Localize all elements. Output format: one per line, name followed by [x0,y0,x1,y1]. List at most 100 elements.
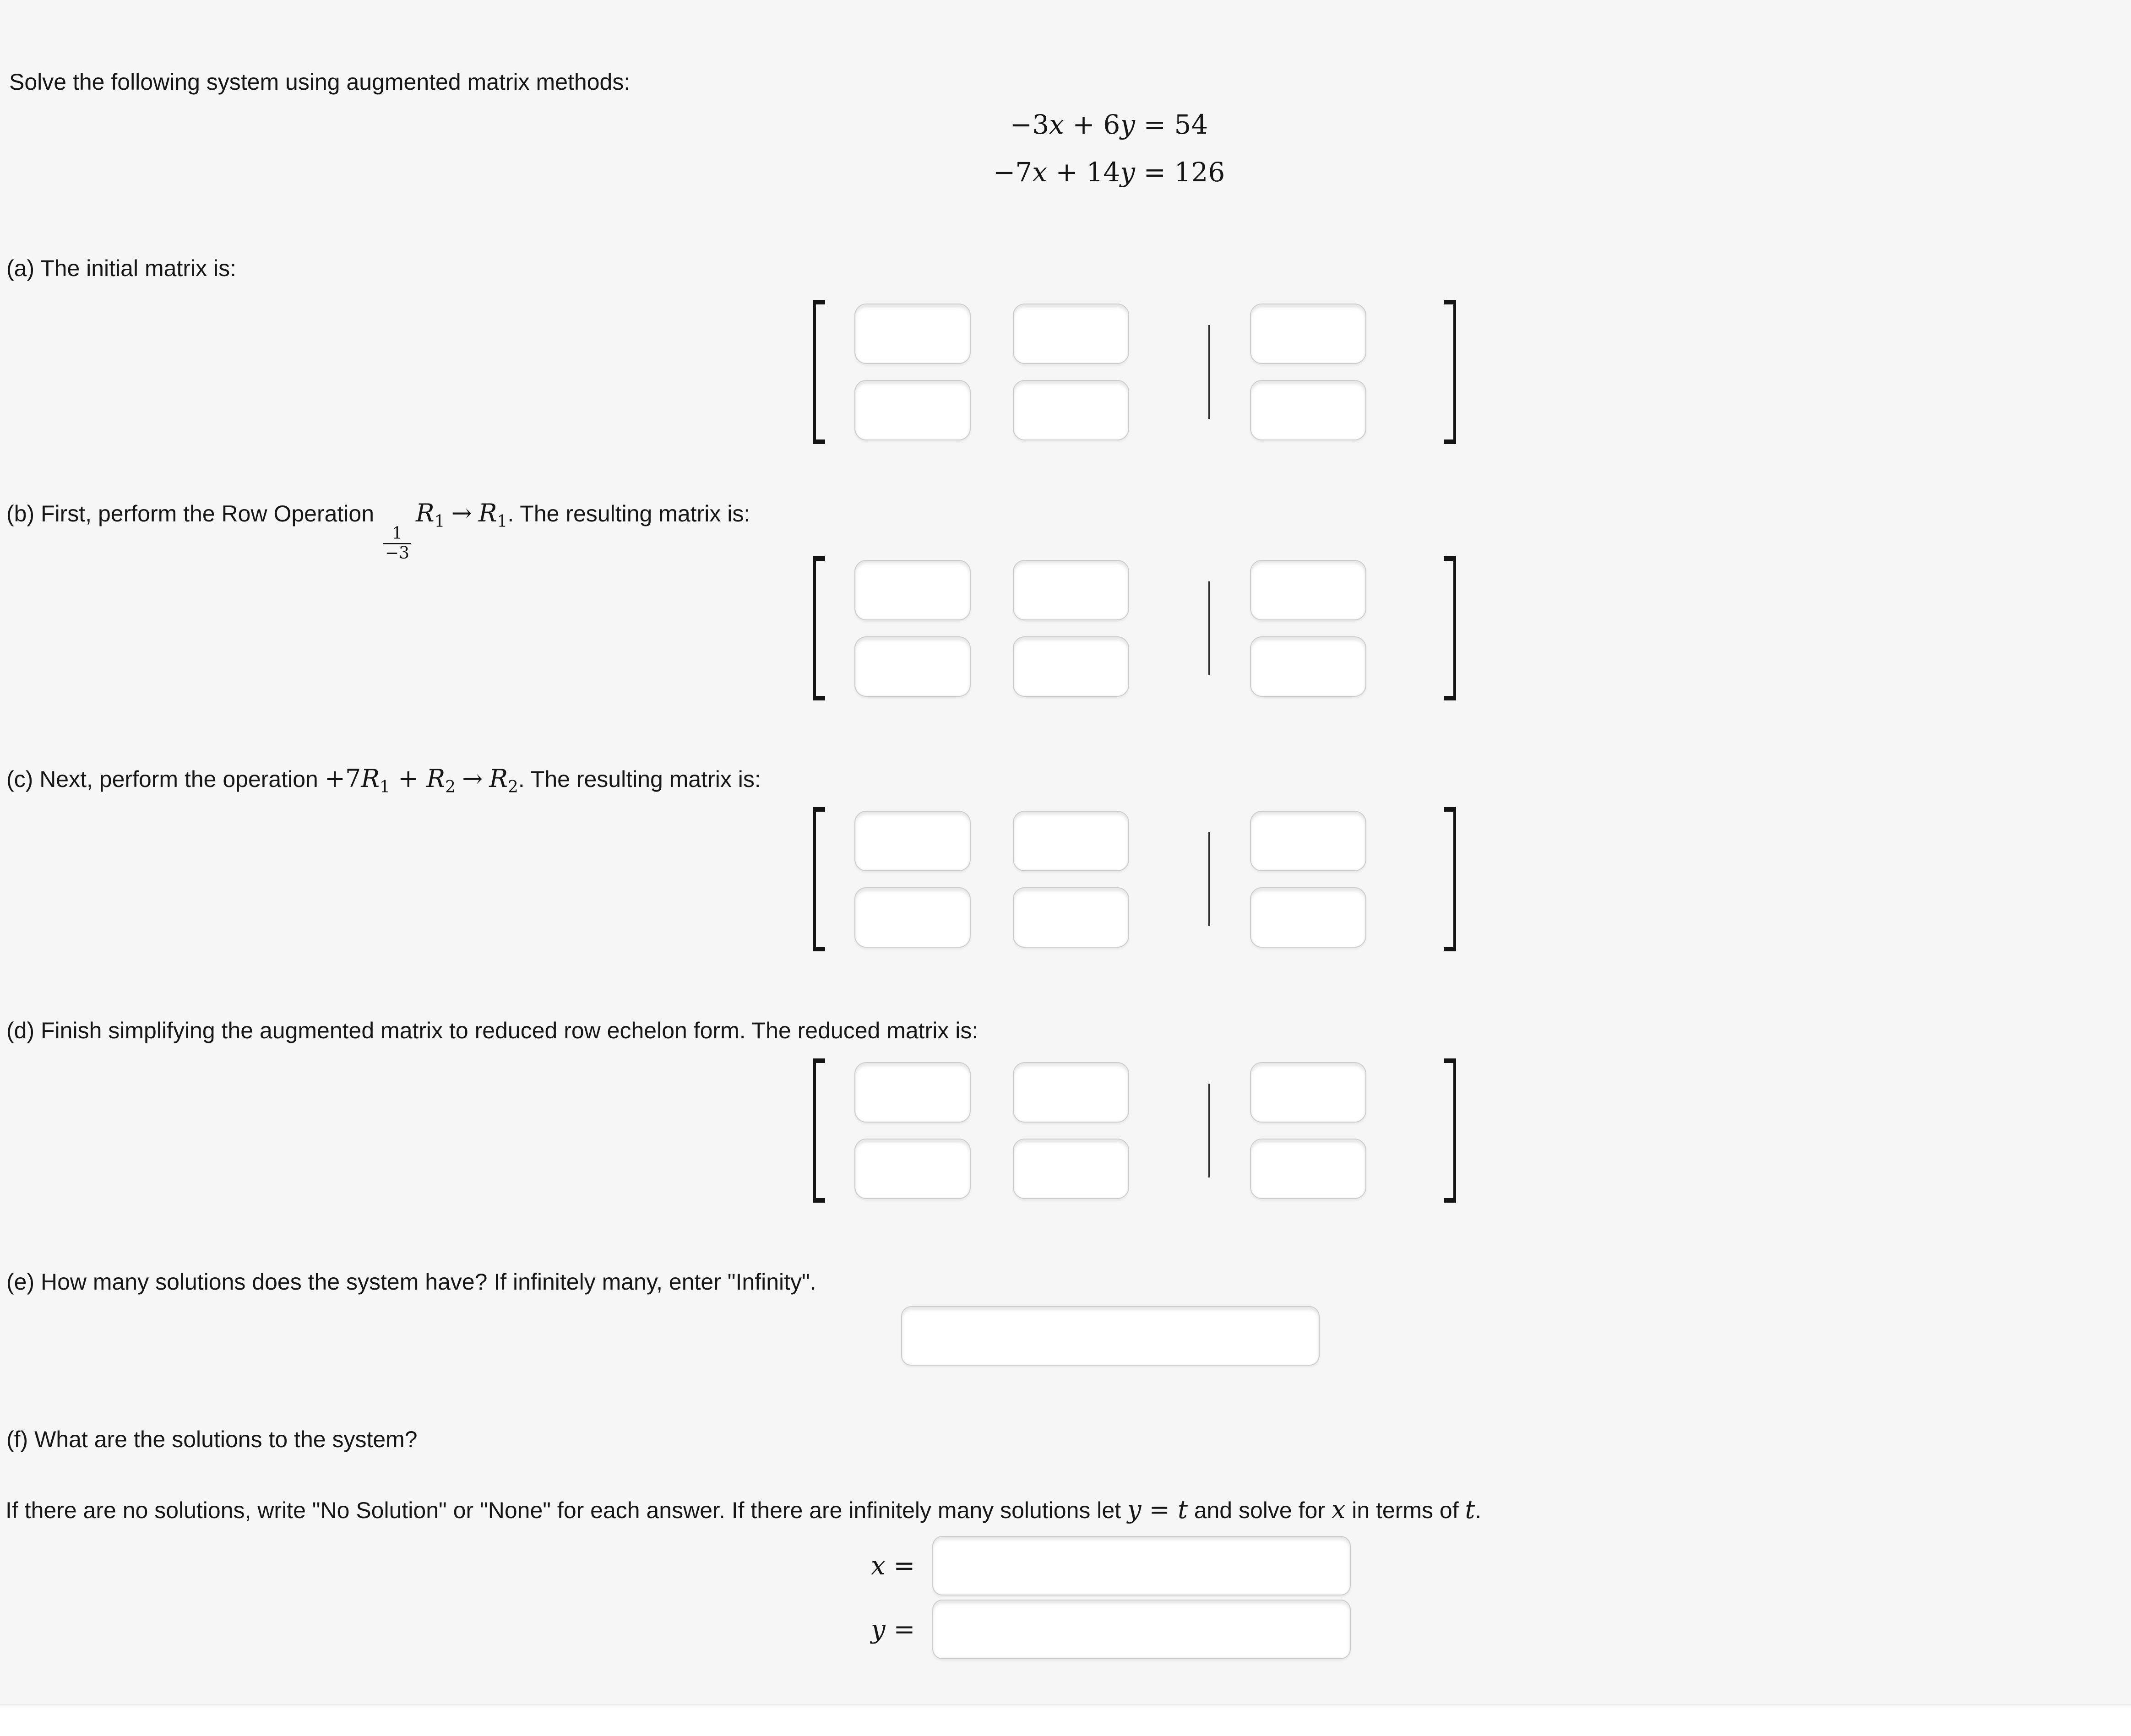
matrix-c-input-r1c2[interactable] [1013,811,1129,871]
part-c-text-prefix: (c) Next, perform the operation [6,766,325,792]
matrix-c-coefficients [854,811,1129,948]
eq1-equals: = [1135,109,1174,140]
matrix-a-input-r1c3[interactable] [1250,304,1366,364]
augmented-divider [1208,832,1210,926]
matrix-b-coefficients [854,560,1129,697]
eq2-plus: + [1047,157,1087,188]
var-y: y [1127,1495,1142,1524]
eq1-rhs: 54 [1174,109,1208,140]
part-f-label: (f) What are the solutions to the system… [6,1427,418,1452]
matrix-c-input-r2c1[interactable] [854,887,971,948]
augmented-divider [1208,325,1210,419]
matrix-c-constants [1250,811,1366,948]
matrix-a-input-r2c1[interactable] [854,380,971,440]
matrix-d-input-r1c1[interactable] [854,1062,971,1123]
instruction-text: and solve for [1187,1497,1332,1523]
row-symbol: R [426,764,446,793]
part-f-instructions: If there are no solutions, write "No Sol… [5,1496,2131,1524]
left-bracket-icon [813,1058,825,1203]
matrix-d-constants [1250,1062,1366,1199]
var-t: t [1465,1495,1475,1524]
matrix-c-input-r1c3[interactable] [1250,811,1366,871]
eq1-coef1: −3 [1010,109,1049,140]
row-subscript: 1 [434,512,445,531]
matrix-c [813,807,1456,951]
part-c-text-suffix: . The resulting matrix is: [518,766,761,792]
matrix-b-input-r1c1[interactable] [854,560,971,620]
var-t: t [1178,1495,1188,1524]
right-bracket-icon [1444,807,1456,951]
part-d-label: (d) Finish simplifying the augmented mat… [6,1018,979,1043]
matrix-c-input-r1c1[interactable] [854,811,971,871]
equation-1: −3x + 6y = 54 [87,109,2131,140]
part-b-text-suffix: . The resulting matrix is: [507,501,750,526]
matrix-d-input-r1c3[interactable] [1250,1062,1366,1123]
y-answer-row: y = [871,1600,1351,1659]
part-a-label: (a) The initial matrix is: [6,255,236,281]
plus-operator: + [390,764,427,793]
problem-statement: Solve the following system using augment… [9,69,631,95]
matrix-d-coefficients [854,1062,1129,1199]
row-subscript: 1 [380,778,390,797]
matrix-a-input-r2c2[interactable] [1013,380,1129,440]
matrix-b-input-r2c2[interactable] [1013,636,1129,697]
equals-sign: = [1141,1495,1178,1524]
matrix-d-input-r1c2[interactable] [1013,1062,1129,1123]
fraction-1-over-minus-3: 1−3 [383,524,411,563]
solutions-count-input[interactable] [901,1306,1320,1366]
matrix-d-input-r2c3[interactable] [1250,1139,1366,1199]
eq2-rhs: 126 [1174,157,1225,188]
matrix-d [813,1058,1456,1203]
matrix-b-input-r1c2[interactable] [1013,560,1129,620]
eq2-coef2: 14 [1086,157,1120,188]
row-symbol: R [361,764,380,793]
var-y: y [871,1614,886,1644]
matrix-a-input-r1c1[interactable] [854,304,971,364]
var-x: x [871,1551,886,1581]
row-symbol: R [489,764,508,793]
equation-2: −7x + 14y = 126 [87,157,2131,188]
matrix-a-input-r1c2[interactable] [1013,304,1129,364]
row-symbol: R [478,499,497,527]
arrow-icon: → [451,499,472,527]
y-solution-input[interactable] [932,1600,1351,1659]
equation-system: −3x + 6y = 54 −7x + 14y = 126 [0,109,2131,188]
augmented-divider [1208,581,1210,675]
fraction-denominator: −3 [383,543,411,563]
bottom-panel [0,1704,2131,1736]
row-subscript: 2 [445,778,456,797]
x-solution-input[interactable] [932,1536,1351,1595]
part-b-label: (b) First, perform the Row Operation 1−3… [6,499,2131,563]
augmented-divider [1208,1084,1210,1177]
eq1-var1: x [1049,109,1064,140]
instruction-text: . [1475,1497,1482,1523]
right-bracket-icon [1444,556,1456,700]
matrix-a-constants [1250,304,1366,440]
eq1-plus: + [1064,109,1104,140]
eq1-var2: y [1120,109,1136,140]
row-symbol: R [416,499,435,527]
matrix-b-input-r1c3[interactable] [1250,560,1366,620]
matrix-a-input-r2c3[interactable] [1250,380,1366,440]
matrix-d-input-r2c1[interactable] [854,1139,971,1199]
row-subscript: 2 [508,778,518,797]
matrix-b-input-r2c3[interactable] [1250,636,1366,697]
instruction-text: in terms of [1345,1497,1465,1523]
equals-sign: = [885,1551,915,1581]
right-bracket-icon [1444,300,1456,444]
var-x: x [1331,1495,1346,1524]
eq2-var1: x [1032,157,1047,188]
fraction-numerator: 1 [392,524,402,543]
left-bracket-icon [813,556,825,700]
eq2-equals: = [1135,157,1174,188]
eq2-var2: y [1120,157,1136,188]
left-bracket-icon [813,807,825,951]
part-b-text-prefix: (b) First, perform the Row Operation [6,501,381,526]
matrix-a [813,300,1456,444]
matrix-c-input-r2c2[interactable] [1013,887,1129,948]
eq1-coef2: 6 [1103,109,1120,140]
matrix-b-input-r2c1[interactable] [854,636,971,697]
part-e-label: (e) How many solutions does the system h… [6,1269,816,1295]
matrix-c-input-r2c3[interactable] [1250,887,1366,948]
matrix-d-input-r2c2[interactable] [1013,1139,1129,1199]
